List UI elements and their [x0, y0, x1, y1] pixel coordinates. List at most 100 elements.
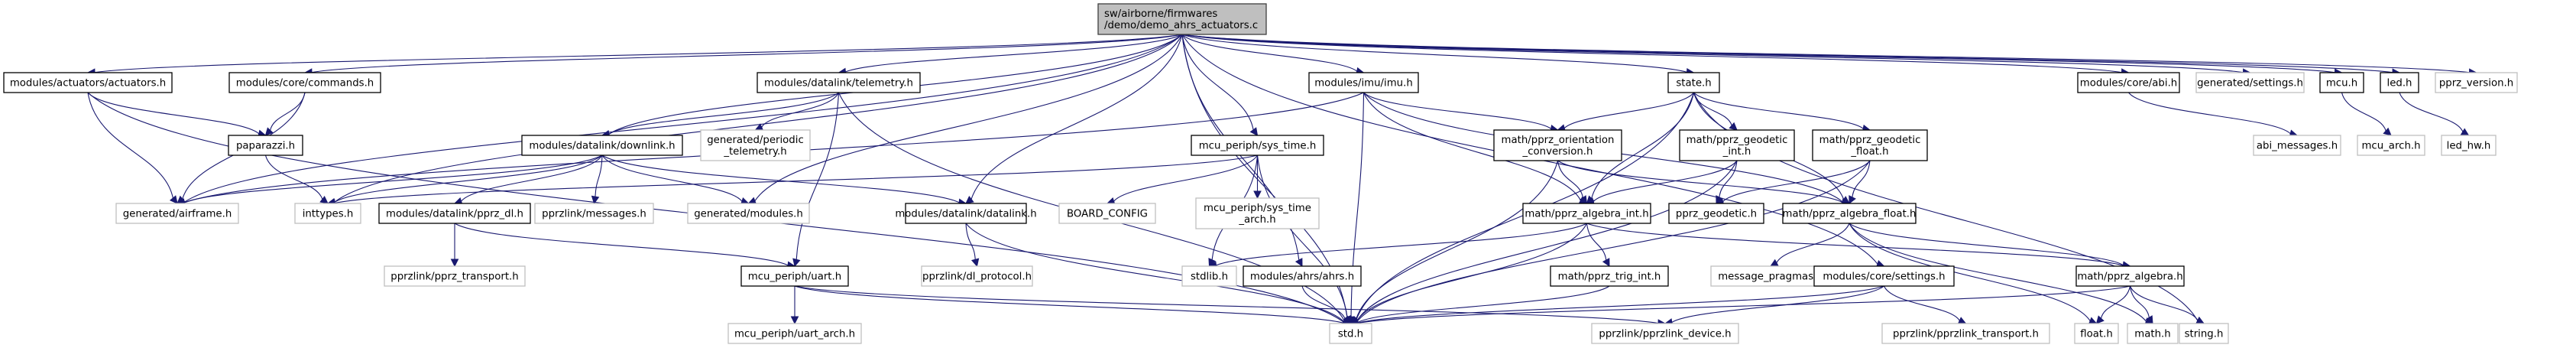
node-settings[interactable]: modules/core/settings.h: [1813, 265, 1955, 287]
node-label: math/pprz_orientation: [1502, 135, 1615, 146]
edge-root-to-pprz_version: [1181, 34, 2477, 77]
edge-actuators-to-airframe: [87, 92, 178, 204]
edge-line: [94, 34, 1183, 73]
node-label: pprzlink/messages.h: [542, 209, 646, 220]
node-sys-time[interactable]: mcu_periph/sys_time.h: [1191, 135, 1324, 156]
node-geodetic-float[interactable]: math/pprz_geodetic_float.h: [1812, 129, 1928, 161]
edge-line: [970, 34, 1183, 200]
node-box[interactable]: [1782, 203, 1917, 224]
node-uart[interactable]: mcu_periph/uart.h: [740, 265, 849, 287]
node-actuators[interactable]: modules/actuators/actuators.h: [3, 72, 173, 93]
node-box[interactable]: [905, 203, 1027, 224]
node-ahrs[interactable]: modules/ahrs/ahrs.h: [1243, 265, 1362, 287]
node-box[interactable]: [1191, 135, 1324, 156]
node-box[interactable]: [1812, 129, 1928, 161]
node-box: [700, 129, 811, 161]
node-board-config: BOARD_CONFIG: [1058, 203, 1156, 224]
edge-line: [1181, 34, 1358, 72]
node-label: _telemetry.h: [723, 146, 786, 158]
edge-line: [183, 34, 1183, 203]
arrowhead-icon: [1849, 195, 1856, 205]
node-box[interactable]: [2075, 265, 2185, 287]
edge-settings-to-pprzlink_transport: [1883, 285, 1967, 324]
node-pprz-dl[interactable]: modules/datalink/pprz_dl.h: [378, 203, 531, 224]
node-box[interactable]: [228, 135, 303, 156]
node-state[interactable]: state.h: [1667, 72, 1720, 93]
node-box: [294, 203, 361, 224]
node-sys-time-arch: mcu_periph/sys_time_arch.h: [1195, 197, 1320, 229]
node-abi-messages: abi_messages.h: [2253, 135, 2341, 156]
node-box[interactable]: [1097, 3, 1267, 35]
node-algebra[interactable]: math/pprz_algebra.h: [2075, 265, 2185, 287]
node-box: [2195, 72, 2305, 93]
arrowhead-icon: [2095, 315, 2105, 324]
node-box: [384, 265, 526, 287]
node-box[interactable]: [1550, 265, 1669, 287]
edge-line: [1586, 223, 1607, 261]
edge-ahrs-to-std: [1301, 285, 1352, 324]
edge-sys_time-to-sys_time_arch: [1253, 155, 1262, 200]
node-algebra-int[interactable]: math/pprz_algebra_int.h: [1522, 203, 1651, 224]
node-box[interactable]: [228, 72, 381, 93]
edge-algebra_int-to-algebra: [1586, 223, 2131, 270]
node-box[interactable]: [1667, 72, 1720, 93]
node-label: math/pprz_geodetic: [1687, 135, 1788, 146]
node-box[interactable]: [1668, 203, 1764, 224]
node-label: string.h: [2185, 329, 2224, 340]
edge-downlink-to-pprz_dl: [453, 154, 603, 206]
node-airframe: generated/airframe.h: [115, 203, 239, 224]
node-box[interactable]: [1243, 265, 1362, 287]
node-box[interactable]: [1522, 203, 1651, 224]
node-box[interactable]: [1813, 265, 1955, 287]
node-box: [2253, 135, 2341, 156]
edge-root-to-mcu: [1181, 34, 2343, 76]
edge-line: [1591, 92, 1695, 199]
node-box[interactable]: [1679, 129, 1795, 161]
node-std: std.h: [1329, 323, 1372, 344]
node-box[interactable]: [740, 265, 849, 287]
node-box[interactable]: [378, 203, 531, 224]
node-label: math/pprz_algebra.h: [2077, 272, 2182, 283]
edge-line: [1181, 34, 2470, 73]
edge-sys_time-to-std: [1256, 154, 1352, 324]
edge-line: [1693, 92, 1864, 129]
node-box[interactable]: [2380, 72, 2419, 93]
node-downlink[interactable]: modules/datalink/downlink.h: [521, 135, 683, 156]
node-trig-int[interactable]: math/pprz_trig_int.h: [1550, 265, 1669, 287]
node-box[interactable]: [2077, 72, 2180, 93]
node-led[interactable]: led.h: [2380, 72, 2419, 93]
node-box[interactable]: [2319, 72, 2364, 93]
node-datalink[interactable]: modules/datalink/datalink.h: [895, 203, 1037, 224]
node-box[interactable]: [3, 72, 173, 93]
edge-orientation_conversion-to-algebra_float: [1557, 160, 1851, 207]
node-pprz-geodetic[interactable]: pprz_geodetic.h: [1668, 203, 1764, 224]
node-box: [2127, 323, 2179, 344]
node-box[interactable]: [1308, 72, 1419, 93]
edge-line: [1113, 154, 1258, 202]
node-root[interactable]: sw/airborne/firmwares/demo/demo_ahrs_act…: [1097, 3, 1267, 35]
node-abi[interactable]: modules/core/abi.h: [2077, 72, 2180, 93]
node-box: [1329, 323, 1372, 344]
edge-line: [1181, 34, 2393, 73]
node-label: math/pprz_geodetic: [1819, 135, 1921, 146]
node-mcu[interactable]: mcu.h: [2319, 72, 2364, 93]
edge-line: [1356, 223, 1587, 321]
edge-root-to-imu: [1181, 34, 1365, 76]
node-box: [1881, 323, 2050, 344]
node-box[interactable]: [1493, 129, 1622, 161]
node-commands[interactable]: modules/core/commands.h: [228, 72, 381, 93]
arrowhead-icon: [2383, 127, 2392, 136]
node-telemetry[interactable]: modules/datalink/telemetry.h: [757, 72, 921, 93]
node-imu[interactable]: modules/imu/imu.h: [1308, 72, 1419, 93]
node-orientation-conversion[interactable]: math/pprz_orientation_conversion.h: [1493, 129, 1622, 161]
node-algebra-float[interactable]: math/pprz_algebra_float.h: [1782, 203, 1917, 224]
node-box[interactable]: [757, 72, 921, 93]
node-box[interactable]: [521, 135, 683, 156]
edge-line: [965, 223, 1345, 323]
edge-downlink-to-gen_modules: [601, 154, 750, 206]
edge-line: [1356, 160, 1559, 320]
node-paparazzi[interactable]: paparazzi.h: [228, 135, 303, 156]
node-geodetic-int[interactable]: math/pprz_geodetic_int.h: [1679, 129, 1795, 161]
edge-line: [761, 92, 840, 128]
edge-line: [2129, 285, 2150, 318]
